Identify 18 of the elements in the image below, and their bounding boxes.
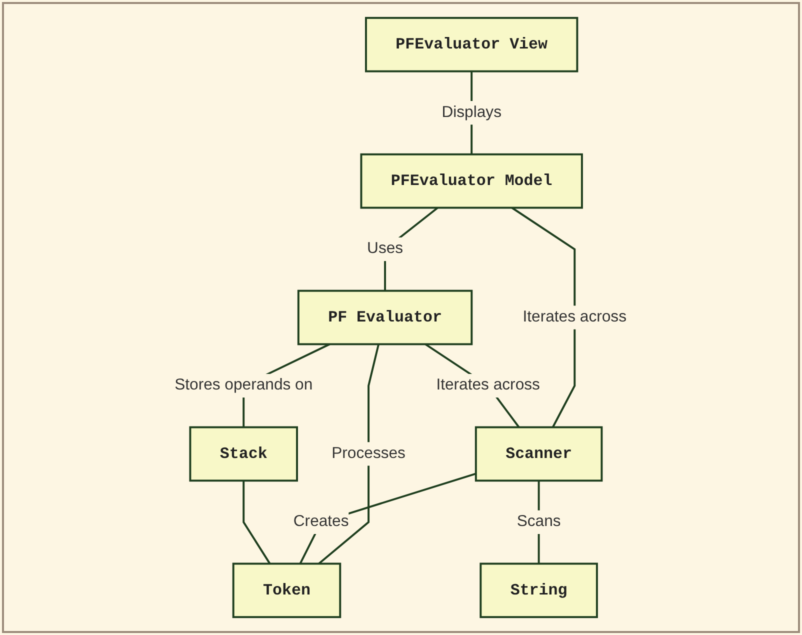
edge-label: Uses xyxy=(367,240,404,258)
node-box: PFEvaluator Model xyxy=(360,153,584,209)
node-box: PFEvaluator View xyxy=(365,16,579,72)
node-box: PF Evaluator xyxy=(298,290,474,346)
edge-label: Processes xyxy=(332,445,406,462)
connector xyxy=(243,480,272,564)
node-box: Scanner xyxy=(475,426,604,482)
node-box: Token xyxy=(232,562,342,618)
connector xyxy=(318,344,380,564)
connector xyxy=(512,206,576,428)
edge-label: Stores operands on xyxy=(175,376,314,394)
node-box: String xyxy=(480,562,598,618)
edge-label: Scans xyxy=(517,513,562,530)
edge-label: Creates xyxy=(294,513,350,530)
edge-label: Iterates across xyxy=(436,376,540,394)
node-box: Stack xyxy=(190,426,298,482)
edge-label: Iterates across xyxy=(523,308,627,326)
edge-label: Displays xyxy=(442,104,502,121)
